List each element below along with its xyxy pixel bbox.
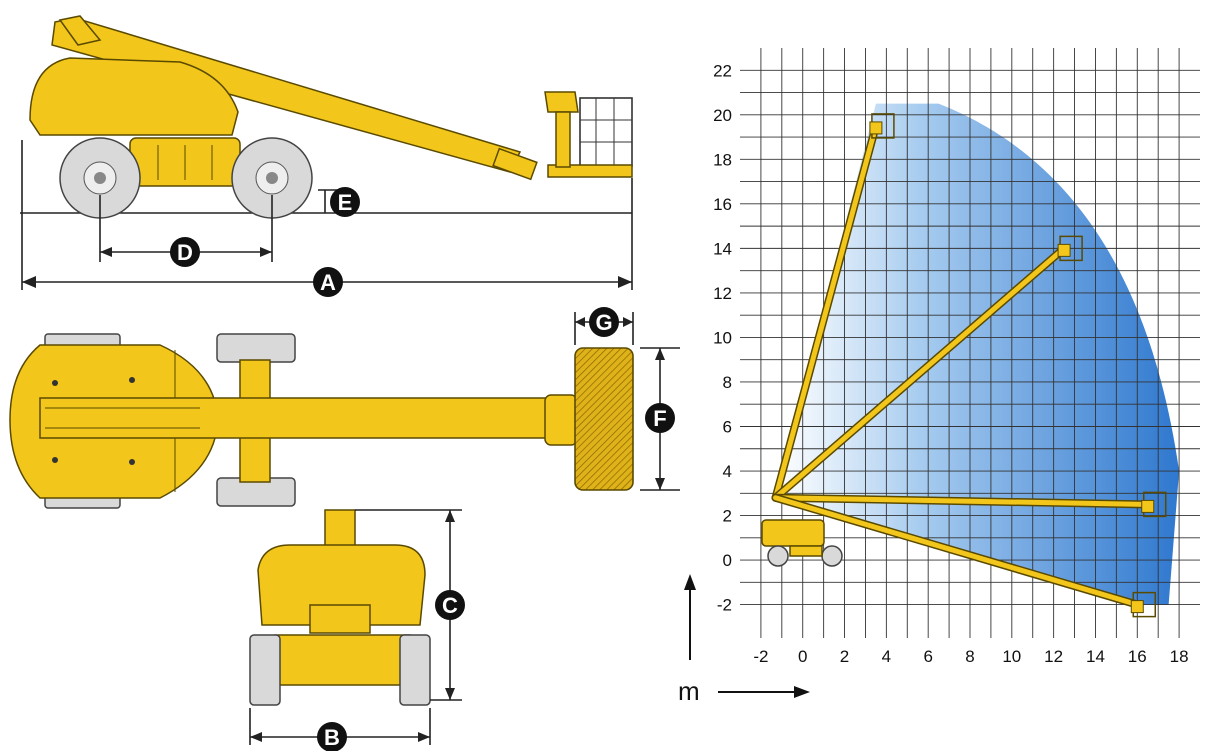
y-tick-label: 8	[723, 373, 732, 392]
y-tick-label: 0	[723, 551, 732, 570]
boom-position-1	[773, 123, 879, 501]
y-tick-label: 18	[713, 150, 732, 169]
side-basket	[544, 91, 633, 178]
boom-knuckle	[492, 147, 538, 181]
y-tick-label: 2	[723, 507, 732, 526]
y-tick-label: 12	[713, 284, 732, 303]
boom-jib-4	[1130, 600, 1144, 614]
svg-text:D: D	[177, 240, 193, 265]
x-tick-label: 18	[1170, 647, 1189, 666]
x-tick-label: 10	[1002, 647, 1021, 666]
front-chassis	[274, 634, 411, 686]
side-turret	[29, 57, 239, 136]
basket-floor	[547, 164, 633, 178]
boom-jib-1	[869, 121, 883, 135]
x-tick-labels: -2 0 2 4 6 8 10 12 14 16 18	[753, 647, 1188, 666]
working-envelope	[775, 103, 1180, 605]
top-jib	[544, 394, 578, 446]
label-g: G	[589, 307, 619, 337]
chart-machine-icon	[761, 519, 843, 567]
svg-text:F: F	[653, 406, 666, 431]
x-tick-label: -2	[753, 647, 768, 666]
front-wheel-left	[249, 634, 281, 706]
svg-text:E: E	[338, 190, 353, 215]
boom-head	[58, 15, 102, 46]
svg-text:G: G	[595, 310, 612, 335]
boom-positions	[771, 113, 1167, 618]
side-view	[20, 15, 633, 290]
top-wheel-front-right	[216, 333, 296, 363]
y-tick-label: 10	[713, 328, 732, 347]
y-tick-label: 4	[723, 462, 732, 481]
label-c: C	[435, 590, 465, 620]
chart-grid	[740, 48, 1200, 638]
svg-text:A: A	[320, 270, 336, 295]
control-box	[544, 91, 579, 113]
boom-position-4	[773, 495, 1140, 608]
front-view	[249, 509, 462, 745]
boom-jib-3	[1141, 499, 1155, 513]
top-boom	[39, 397, 561, 439]
x-tick-label: 16	[1128, 647, 1147, 666]
y-tick-label: -2	[717, 596, 732, 615]
front-wheel-right	[399, 634, 431, 706]
x-tick-label: 8	[965, 647, 974, 666]
boom-position-3	[773, 495, 1151, 507]
y-tick-label: 6	[723, 417, 732, 436]
unit-label: m	[678, 676, 700, 706]
boom-position-2	[773, 245, 1067, 501]
x-tick-label: 4	[882, 647, 891, 666]
x-tick-label: 0	[798, 647, 807, 666]
front-turret	[257, 544, 426, 626]
x-tick-label: 12	[1044, 647, 1063, 666]
label-a: A	[313, 267, 343, 297]
svg-text:B: B	[324, 725, 340, 750]
label-e: E	[330, 187, 360, 217]
label-b: B	[317, 722, 347, 751]
y-tick-label: 14	[713, 239, 732, 258]
label-f: F	[645, 403, 675, 433]
label-d: D	[170, 237, 200, 267]
boom-jib-2	[1057, 243, 1071, 257]
y-tick-label: 22	[713, 61, 732, 80]
top-view	[9, 312, 680, 509]
y-tick-label: 20	[713, 106, 732, 125]
top-basket	[574, 347, 634, 491]
x-tick-label: 2	[840, 647, 849, 666]
y-tick-label: 16	[713, 195, 732, 214]
rear-wheel	[59, 137, 141, 219]
x-tick-label: 14	[1086, 647, 1105, 666]
x-tick-label: 6	[923, 647, 932, 666]
front-wheel	[231, 137, 313, 219]
svg-text:C: C	[442, 593, 458, 618]
